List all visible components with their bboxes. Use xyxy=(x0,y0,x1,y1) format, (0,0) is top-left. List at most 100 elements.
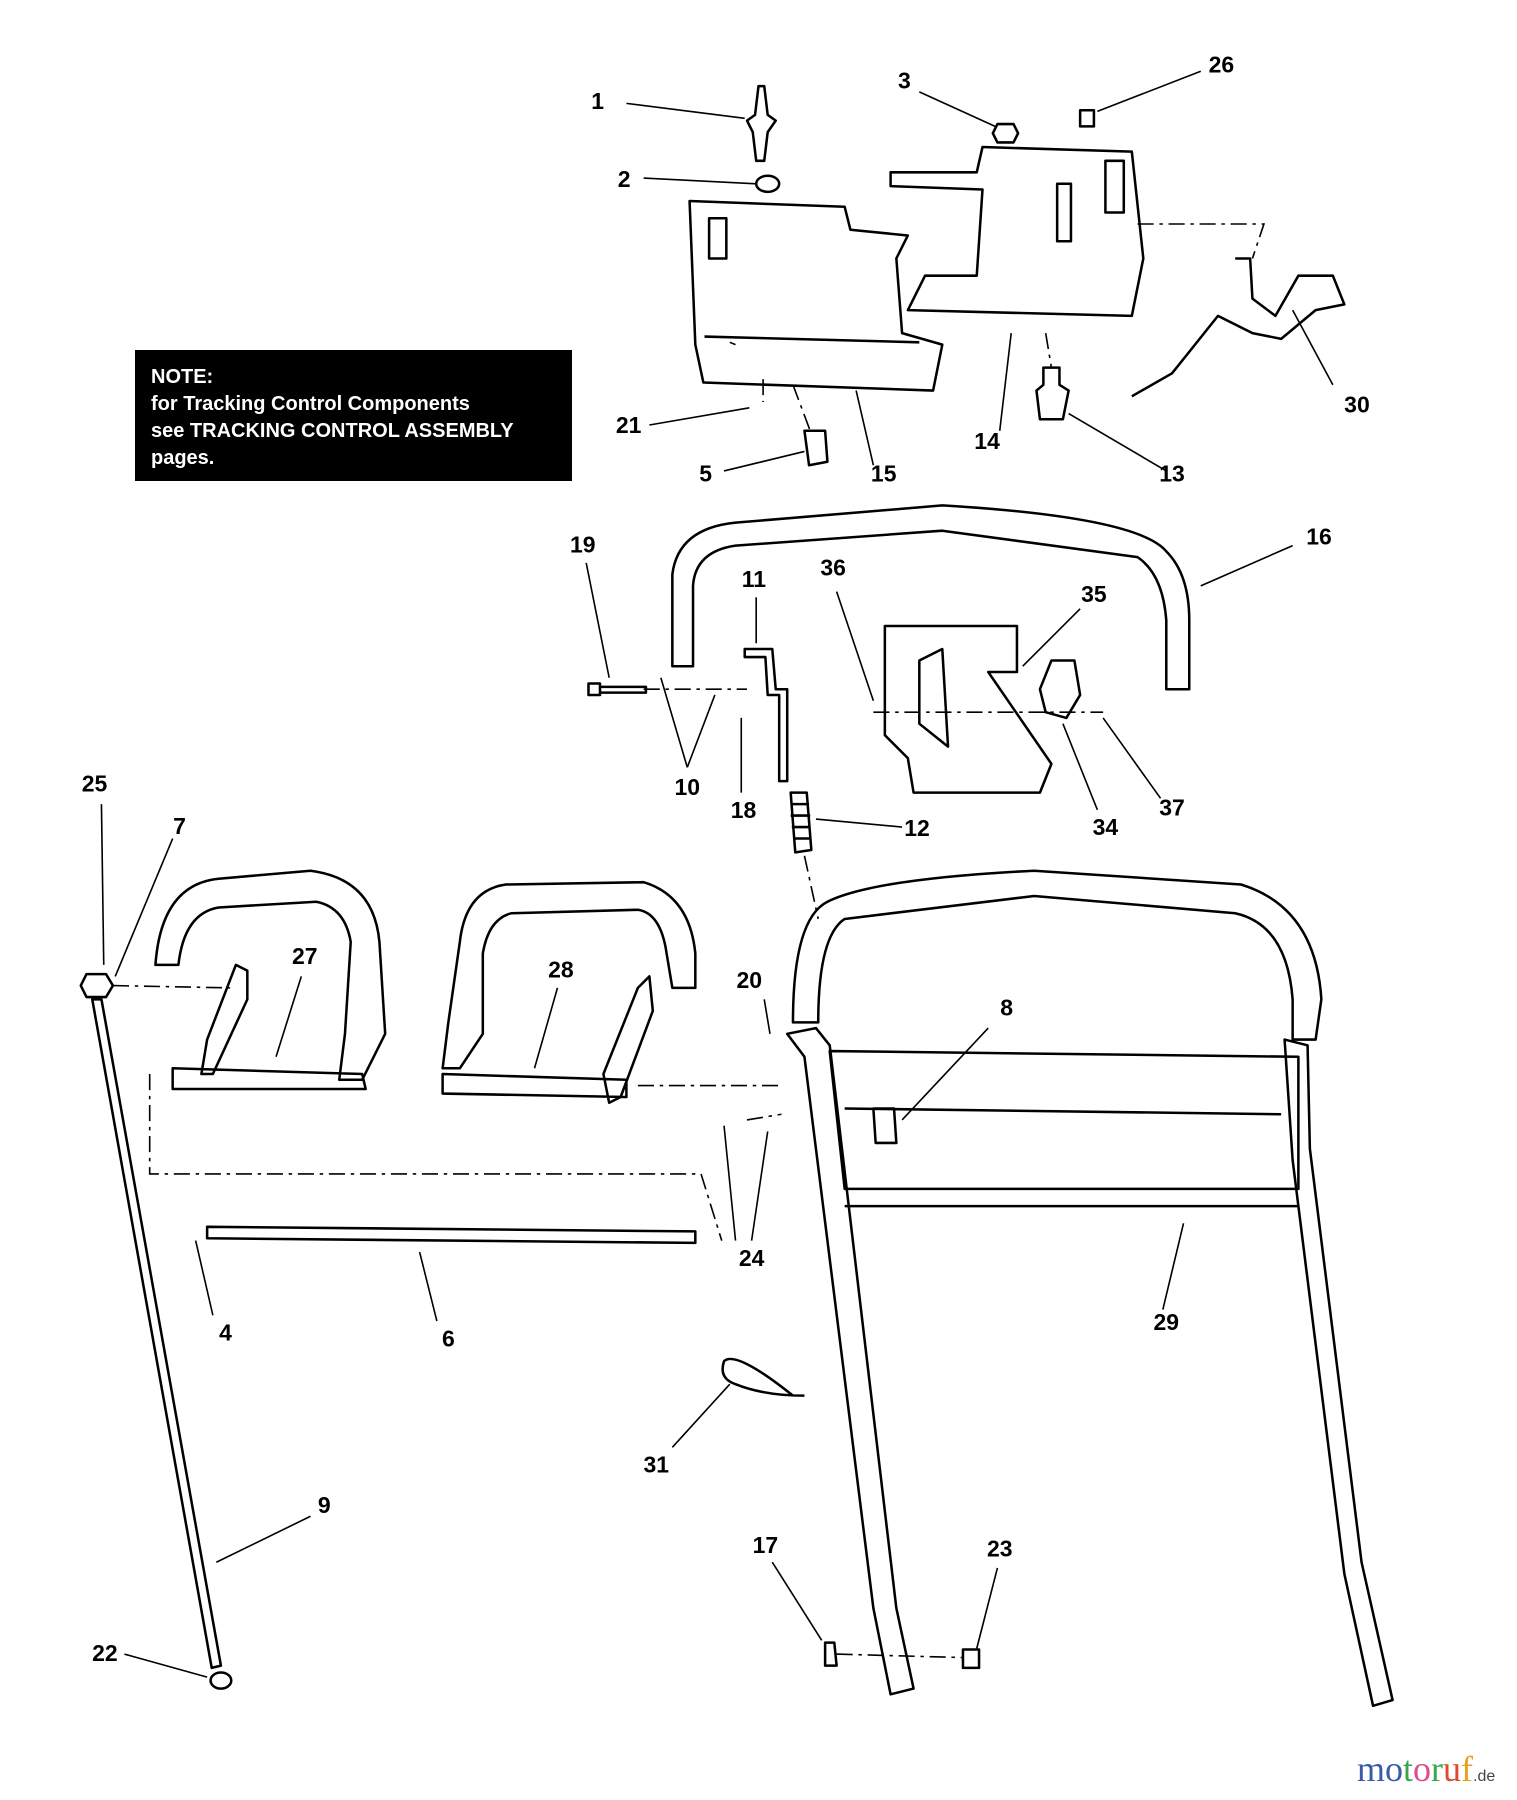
part-35-bracket xyxy=(883,624,1053,794)
part-34-switch xyxy=(1038,659,1082,720)
callout-16: 16 xyxy=(1306,523,1332,549)
callout-12: 12 xyxy=(904,815,930,841)
leader-line-16 xyxy=(1200,544,1293,587)
callout-29: 29 xyxy=(1154,1309,1180,1335)
callout-20: 20 xyxy=(737,967,763,993)
leader-line-20 xyxy=(763,999,771,1034)
part-16-handle xyxy=(671,504,1191,691)
part-15-panel xyxy=(688,199,944,392)
part-6-rod xyxy=(205,1225,697,1245)
part-29-handle xyxy=(791,869,1323,1041)
leader-line-31 xyxy=(671,1383,731,1448)
part-7-nut xyxy=(79,972,115,999)
leader-line-29 xyxy=(1162,1223,1185,1310)
callout-2: 2 xyxy=(618,166,631,192)
callout-30: 30 xyxy=(1344,391,1370,417)
part-28-bracket xyxy=(441,880,697,1105)
watermark-suffix: .de xyxy=(1473,1768,1496,1785)
leader-line-22 xyxy=(124,1653,208,1678)
leader-line-19 xyxy=(585,562,610,678)
leader-line-25 xyxy=(100,804,105,965)
part-27-bracket xyxy=(154,869,387,1091)
part-9-rod xyxy=(90,998,223,1670)
part-17-bolt xyxy=(823,1641,838,1667)
callout-15: 15 xyxy=(871,460,897,486)
leader-line-30 xyxy=(1291,309,1334,386)
callout-24: 24 xyxy=(739,1245,765,1271)
callout-35: 35 xyxy=(1081,581,1107,607)
leader-line-1 xyxy=(626,102,745,120)
part-11-rod xyxy=(743,647,789,783)
watermark-logo: motoruf.de xyxy=(1357,1748,1495,1790)
callout-36: 36 xyxy=(820,554,846,580)
leader-line-34 xyxy=(1062,723,1099,811)
callout-31: 31 xyxy=(643,1452,669,1478)
part-13-switch xyxy=(1035,366,1070,421)
callout-14: 14 xyxy=(974,428,1000,454)
leader-line-3 xyxy=(918,91,996,128)
callout-7: 7 xyxy=(173,813,186,839)
watermark-letter: o xyxy=(1413,1749,1432,1789)
callout-1: 1 xyxy=(591,88,604,114)
part-14-panel xyxy=(889,145,1145,318)
callout-19: 19 xyxy=(570,532,596,558)
callout-5: 5 xyxy=(699,460,712,486)
part-26-screw xyxy=(1078,109,1096,128)
watermark-letter: m xyxy=(1357,1749,1386,1789)
callout-25: 25 xyxy=(82,770,108,796)
leader-line-4 xyxy=(194,1240,214,1316)
part-29-left-leg xyxy=(785,1026,915,1696)
leader-line-15 xyxy=(855,390,875,466)
note-title: NOTE: xyxy=(151,366,214,388)
callout-17: 17 xyxy=(753,1532,779,1558)
part-5-switch xyxy=(803,429,829,467)
part-31-cable xyxy=(721,1357,805,1397)
leader-line-17 xyxy=(771,1561,823,1641)
leader-line-37 xyxy=(1102,717,1162,799)
leader-line-7 xyxy=(114,838,174,977)
callout-21: 21 xyxy=(616,412,642,438)
leader-line-2 xyxy=(643,177,757,185)
part-19-bolt xyxy=(587,682,648,697)
leader-line-13 xyxy=(1068,412,1167,472)
callout-22: 22 xyxy=(92,1640,118,1666)
part-29-right-leg xyxy=(1283,1038,1394,1708)
leader-line-extra xyxy=(750,1131,769,1241)
callout-10: 10 xyxy=(674,774,700,800)
callout-34: 34 xyxy=(1093,814,1119,840)
callout-23: 23 xyxy=(987,1535,1013,1561)
callout-13: 13 xyxy=(1159,460,1185,486)
part-12-spring xyxy=(789,791,813,854)
callout-37: 37 xyxy=(1159,795,1185,821)
note-box: NOTE: for Tracking Control Components se… xyxy=(135,350,572,481)
watermark-letter: u xyxy=(1443,1749,1462,1789)
note-line-1: for Tracking Control Components xyxy=(151,393,470,415)
leader-line-27 xyxy=(275,976,303,1058)
leader-line-9 xyxy=(215,1515,311,1563)
part-22-nut xyxy=(209,1671,233,1690)
leader-line-23 xyxy=(975,1567,999,1649)
watermark-letter: f xyxy=(1461,1749,1474,1789)
leader-line-5 xyxy=(723,450,805,472)
watermark-letter: o xyxy=(1385,1749,1404,1789)
leader-line-26 xyxy=(1097,70,1202,113)
callout-26: 26 xyxy=(1209,51,1235,77)
watermark-letter: t xyxy=(1403,1749,1414,1789)
callout-18: 18 xyxy=(731,797,757,823)
leader-line-36 xyxy=(835,591,875,701)
callout-11: 11 xyxy=(742,566,767,592)
callout-8: 8 xyxy=(1000,994,1013,1020)
leader-line-6 xyxy=(418,1251,438,1322)
callout-4: 4 xyxy=(219,1320,232,1346)
leader-line-21 xyxy=(649,406,750,426)
callout-28: 28 xyxy=(548,957,574,983)
leader-line-12 xyxy=(815,818,903,828)
part-8-clip xyxy=(872,1107,898,1145)
callout-6: 6 xyxy=(442,1325,455,1351)
part-3-nut xyxy=(991,122,1020,144)
leader-line-10 xyxy=(660,677,689,768)
note-line-3: pages. xyxy=(151,447,215,469)
part-1-knob xyxy=(745,84,777,163)
